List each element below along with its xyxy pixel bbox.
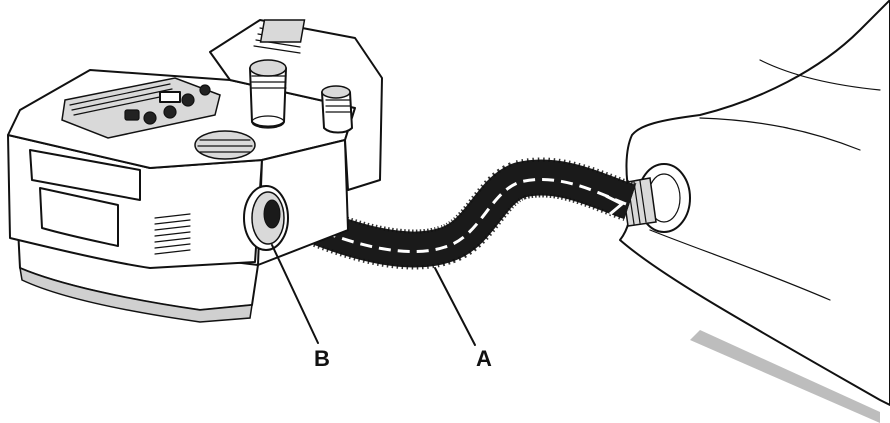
pump-outlet-port (243, 185, 289, 251)
inflatable-crease-1 (699, 117, 861, 151)
panel-display (159, 91, 181, 103)
callout-a-label: A (476, 346, 492, 371)
pump-side-knob (321, 85, 353, 134)
panel-button-1 (124, 109, 140, 121)
pump-side-vent (154, 213, 191, 255)
inflation-valve-icon (621, 163, 691, 233)
panel-button-4 (181, 93, 195, 107)
inflatable-body (619, 0, 890, 423)
pump-dial-ridges (197, 139, 253, 153)
pump-handle-slot (29, 149, 141, 201)
callout-b: B (271, 244, 330, 371)
callout-a-leader (434, 267, 476, 346)
inflatable-outline (619, 0, 890, 406)
panel-button-3 (163, 105, 177, 119)
callout-b-leader (271, 244, 319, 344)
pump-top-nozzle (249, 59, 287, 129)
panel-button-5 (199, 84, 211, 96)
inflatable-crease-2 (649, 229, 831, 301)
control-panel-buttons (124, 84, 211, 125)
callout-a: A (434, 267, 492, 371)
outlet-port-inner (263, 199, 281, 229)
panel-button-2 (143, 111, 157, 125)
pump-front-window (39, 187, 119, 247)
control-panel-grille (69, 83, 175, 116)
inflatable-shadow (690, 330, 880, 423)
pump-dial (194, 130, 256, 160)
air-pump-icon (7, 19, 383, 323)
inflatable-crease-3 (759, 59, 881, 91)
pump-base-shadow (19, 266, 253, 323)
airflow-arrowhead-valve (605, 194, 625, 216)
pump-rear-vent (259, 19, 306, 43)
callout-b-label: B (314, 346, 330, 371)
pump-rear-module (209, 19, 383, 191)
